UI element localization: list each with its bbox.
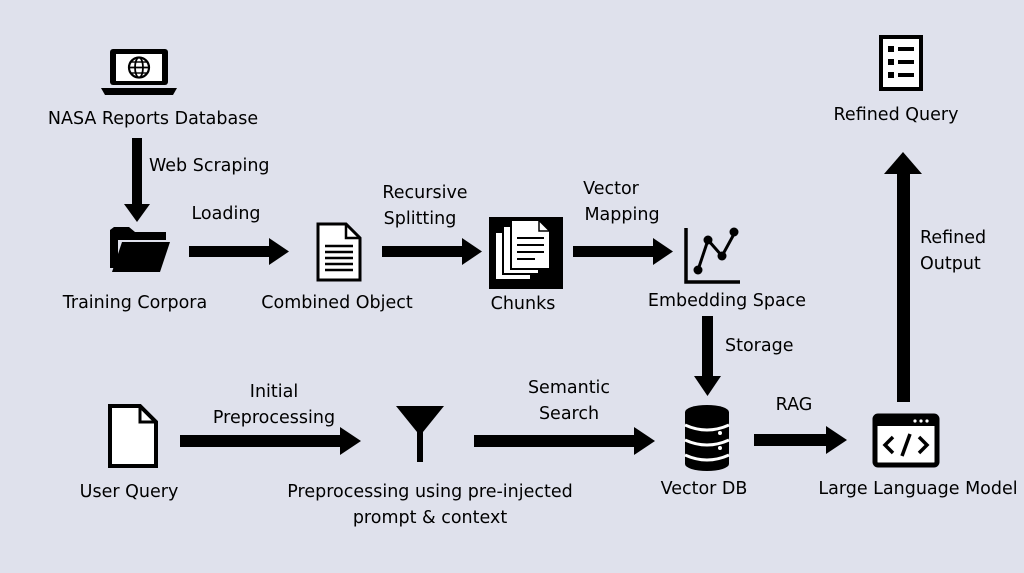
node-label-user-query: User Query (79, 482, 179, 502)
node-label-preprocessing-line-1: Preprocessing using pre-injected (287, 482, 573, 502)
node-label-refined-query: Refined Query (833, 105, 959, 125)
node-label-embedding-space: Embedding Space (647, 291, 807, 311)
node-label-nasa-reports-database: NASA Reports Database (47, 109, 259, 129)
code-window-icon (872, 413, 940, 468)
edge-label-web-scraping: Web Scraping (149, 156, 270, 176)
arrow-refined-output (884, 152, 922, 402)
arrow-storage (694, 316, 721, 396)
edge-label-recursive-splitting-line-1: Recursive (382, 183, 468, 203)
blank-page-icon (108, 404, 158, 468)
edge-label-vector-mapping-line-1: Vector (583, 179, 639, 199)
document-icon (316, 222, 362, 282)
edge-label-rag: RAG (775, 395, 813, 415)
arrow-semantic-search (474, 427, 655, 455)
node-label-chunks: Chunks (490, 294, 556, 314)
edge-label-vector-mapping-line-2: Mapping (584, 205, 660, 225)
node-label-vector-db: Vector DB (660, 479, 748, 499)
arrow-initial-preprocessing (180, 427, 361, 455)
edge-label-initial-preprocessing-line-1: Initial (249, 382, 299, 402)
line-chart-icon (684, 227, 740, 284)
edge-label-semantic-search-line-2: Search (538, 404, 600, 424)
node-label-large-language-model: Large Language Model (818, 479, 1018, 499)
node-label-combined-object: Combined Object (261, 293, 413, 313)
arrow-recursive-splitting (382, 238, 482, 265)
checklist-icon (879, 35, 923, 91)
edge-label-refined-output-line-2: Output (920, 254, 981, 274)
node-label-training-corpora: Training Corpora (62, 293, 208, 313)
edge-label-semantic-search-line-1: Semantic (527, 378, 611, 398)
folder-icon (110, 227, 170, 272)
funnel-icon (396, 406, 444, 462)
database-icon (684, 405, 730, 471)
arrow-loading (189, 238, 289, 265)
arrow-vector-mapping (573, 238, 673, 265)
edge-label-loading: Loading (191, 204, 261, 224)
edge-label-recursive-splitting-line-2: Splitting (383, 209, 457, 229)
edge-label-storage: Storage (725, 336, 794, 356)
stacked-documents-icon (489, 217, 563, 289)
edge-label-refined-output-line-1: Refined (920, 228, 987, 248)
arrow-web-scraping (124, 138, 150, 222)
laptop-globe-icon (101, 49, 177, 95)
node-label-preprocessing-line-2: prompt & context (352, 508, 508, 528)
edge-label-initial-preprocessing-line-2: Preprocessing (212, 408, 336, 428)
arrow-rag (754, 426, 847, 454)
